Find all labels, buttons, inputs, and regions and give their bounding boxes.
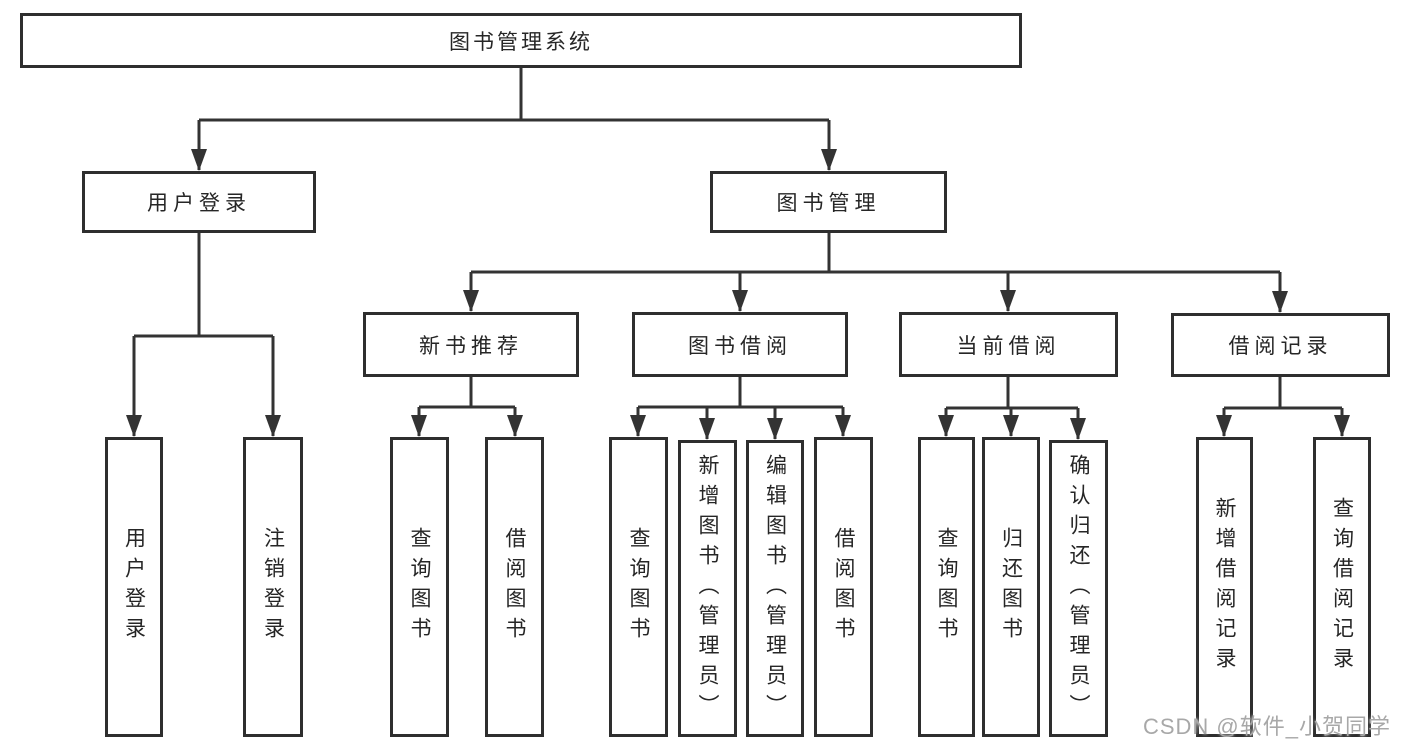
leaf-bb-query-books: 查询图书 [609, 437, 668, 737]
node-label: 图书管理系统 [449, 30, 593, 54]
leaf-br-query-record: 查询借阅记录 [1313, 437, 1371, 737]
node-label: 用户登录 [147, 192, 251, 215]
node-borrow-records: 借阅记录 [1171, 313, 1390, 377]
leaf-bb-borrow-books: 借阅图书 [814, 437, 873, 737]
leaf-bb-add-books-admin: 新增图书（管理员） [678, 440, 737, 737]
tree-trunk-lines [134, 68, 1342, 410]
csdn-watermark: CSDN @软件_小贺同学 [1142, 714, 1391, 739]
node-label: 借阅图书 [832, 527, 855, 647]
node-label: 新增借阅记录 [1213, 497, 1236, 677]
node-current-borrow: 当前借阅 [899, 312, 1118, 377]
node-label: 借阅记录 [1228, 335, 1333, 358]
node-book-borrow: 图书借阅 [632, 312, 848, 377]
leaf-user-login: 用户登录 [105, 437, 163, 737]
node-label: 新书推荐 [419, 334, 523, 358]
leaf-cb-query-books: 查询图书 [918, 437, 975, 737]
node-label: 借阅图书 [503, 527, 526, 647]
node-library-system: 图书管理系统 [20, 13, 1022, 68]
node-label: 确认归还（管理员） [1067, 453, 1090, 724]
leaf-nb-query-books: 查询图书 [390, 437, 449, 737]
leaf-br-add-record: 新增借阅记录 [1196, 437, 1253, 737]
node-label: 新增图书（管理员） [696, 453, 719, 724]
node-label: 查询图书 [935, 527, 958, 647]
node-label: 用户登录 [122, 527, 146, 647]
node-label: 查询图书 [408, 527, 431, 647]
leaf-nb-borrow-books: 借阅图书 [485, 437, 544, 737]
leaf-logout: 注销登录 [243, 437, 303, 737]
node-new-book-recommend: 新书推荐 [363, 312, 579, 377]
node-label: 注销登录 [261, 527, 285, 647]
node-label: 查询借阅记录 [1330, 497, 1354, 677]
node-label: 图书借阅 [688, 334, 792, 358]
leaf-cb-return-books: 归还图书 [982, 437, 1040, 737]
leaf-cb-confirm-return-admin: 确认归还（管理员） [1049, 440, 1108, 737]
node-label: 归还图书 [999, 527, 1023, 647]
node-label: 查询图书 [627, 527, 650, 647]
leaf-bb-edit-books-admin: 编辑图书（管理员） [746, 440, 804, 737]
node-book-management: 图书管理 [710, 171, 947, 233]
node-user-login: 用户登录 [82, 171, 316, 233]
node-label: 图书管理 [776, 192, 881, 215]
node-label: 编辑图书（管理员） [763, 453, 787, 724]
node-label: 当前借阅 [956, 334, 1061, 358]
